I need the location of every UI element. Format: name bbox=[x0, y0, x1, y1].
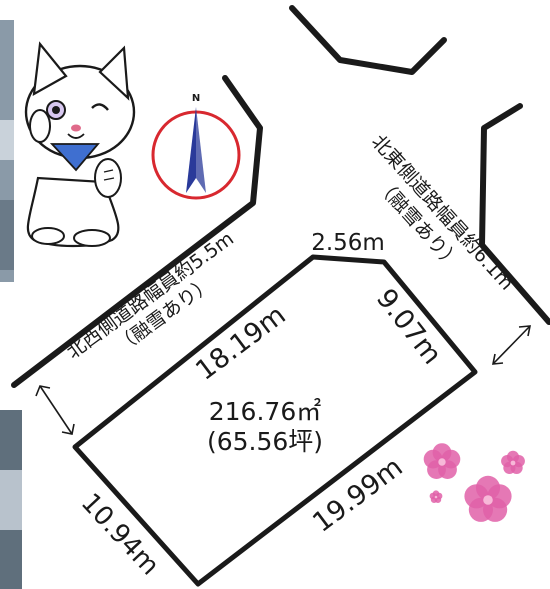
road-edge-north bbox=[289, 5, 447, 75]
road-edge-northwest bbox=[11, 75, 263, 388]
sakura-flower bbox=[464, 475, 512, 522]
lot-area-tsubo: (65.56坪) bbox=[207, 427, 323, 456]
sakura-flower bbox=[429, 490, 443, 504]
sakura-flower bbox=[423, 443, 461, 479]
road-width-arrow-northeast bbox=[492, 325, 531, 365]
cat-mascot-icon bbox=[24, 41, 136, 248]
sakura-flowers-icon bbox=[423, 443, 525, 522]
north-compass: N bbox=[151, 93, 241, 200]
road-width-arrow-northwest bbox=[35, 385, 75, 435]
lot-edge-top-short: 2.56m bbox=[311, 230, 385, 256]
compass-north-label: N bbox=[192, 93, 200, 104]
lot-boundary bbox=[72, 254, 478, 587]
northeast-road-label: 北東側道路幅員約6.1m （融雪あり） bbox=[367, 131, 518, 295]
lot-area-m2: 216.76㎡ bbox=[209, 397, 321, 426]
northwest-road-width-text: 北西側道路幅員約5.5m bbox=[63, 228, 238, 364]
sakura-flower bbox=[501, 450, 525, 474]
photo-strip-left bbox=[0, 20, 22, 589]
road-edge-northeast bbox=[479, 103, 550, 325]
